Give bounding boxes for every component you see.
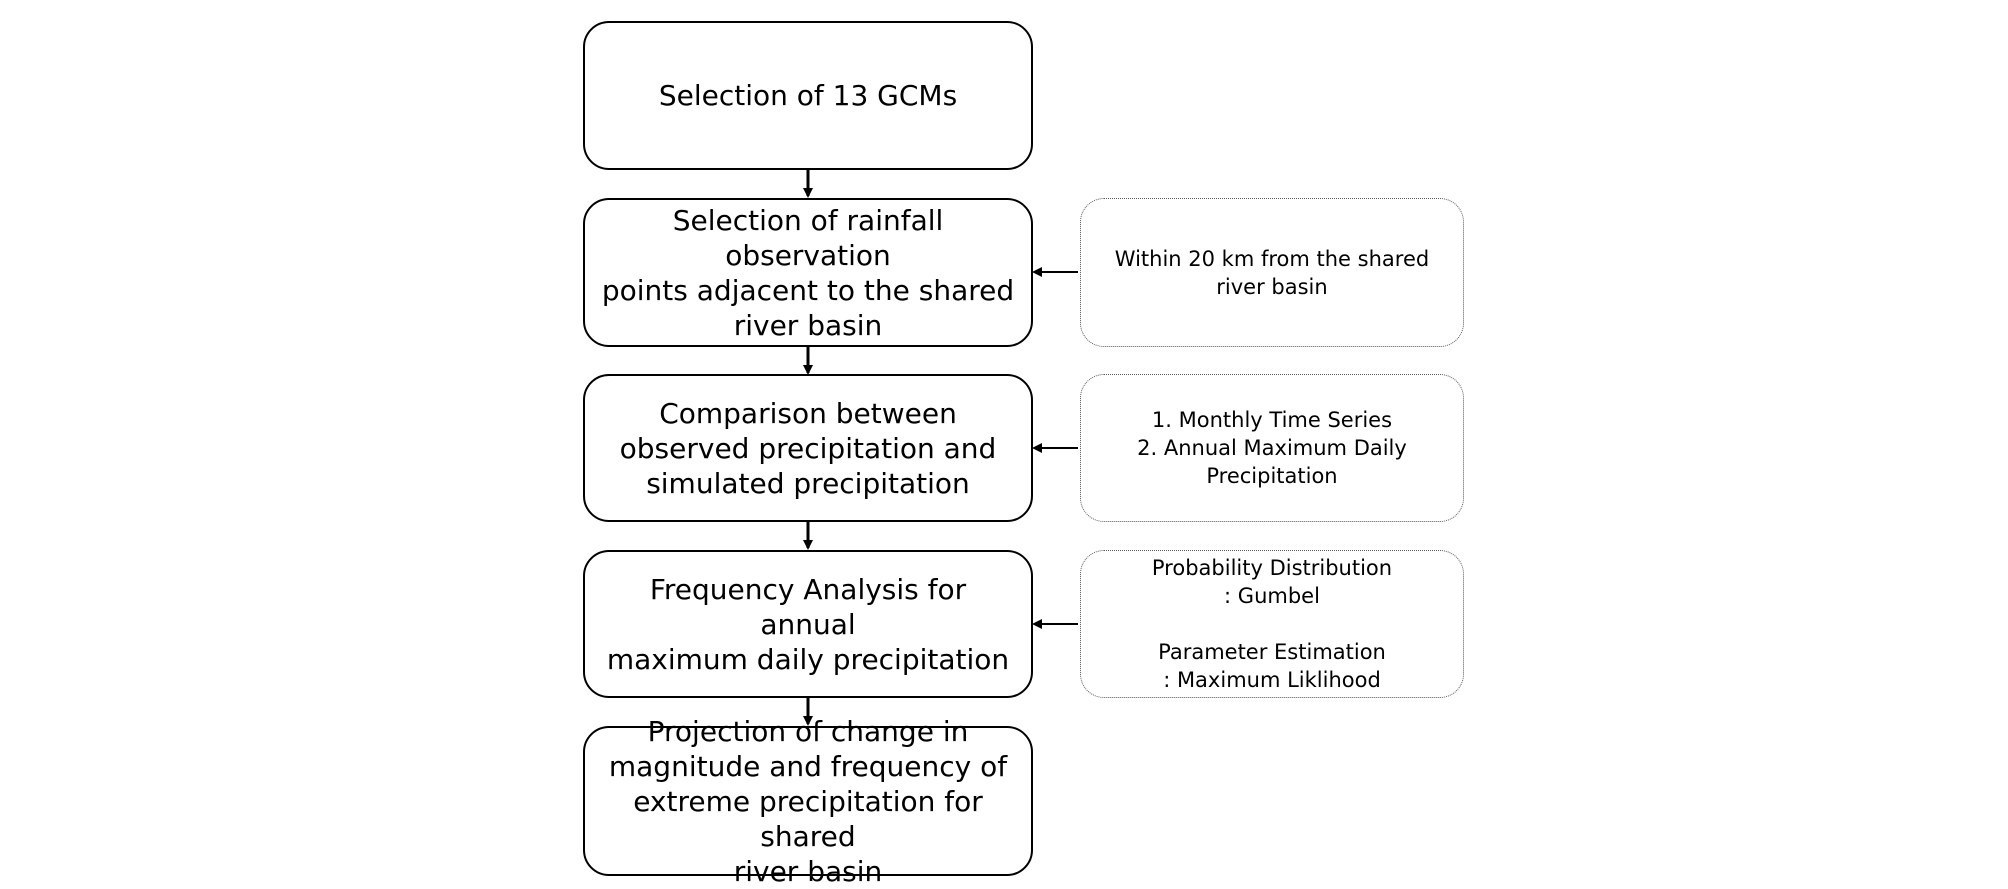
step-select-gcms: Selection of 13 GCMs bbox=[583, 21, 1033, 170]
note-comparison-methods: 1. Monthly Time Series 2. Annual Maximum… bbox=[1080, 374, 1464, 522]
note-distance-criterion-text: Within 20 km from the shared river basin bbox=[1114, 246, 1430, 299]
step-projection-of-change-text: Projection of change in magnitude and fr… bbox=[608, 714, 1008, 888]
note-distance-criterion: Within 20 km from the shared river basin bbox=[1080, 198, 1464, 347]
step-compare-precipitation-text: Comparison between observed precipitatio… bbox=[619, 396, 997, 500]
step-projection-of-change: Projection of change in magnitude and fr… bbox=[583, 715, 1033, 888]
step-select-gcms-text: Selection of 13 GCMs bbox=[658, 79, 958, 112]
step-select-observation-points-text: Selection of rainfall observation points… bbox=[601, 203, 1015, 342]
note-distribution-parameters-text: Probability Distribution : Gumbel Parame… bbox=[1151, 556, 1393, 692]
step-select-observation-points: Selection of rainfall observation points… bbox=[583, 198, 1033, 347]
step-frequency-analysis-text: Frequency Analysis for annual maximum da… bbox=[606, 572, 1010, 676]
note-distribution-parameters: Probability Distribution : Gumbel Parame… bbox=[1080, 550, 1464, 698]
step-compare-precipitation: Comparison between observed precipitatio… bbox=[583, 374, 1033, 522]
step-frequency-analysis: Frequency Analysis for annual maximum da… bbox=[583, 550, 1033, 698]
note-comparison-methods-text: 1. Monthly Time Series 2. Annual Maximum… bbox=[1137, 408, 1407, 488]
